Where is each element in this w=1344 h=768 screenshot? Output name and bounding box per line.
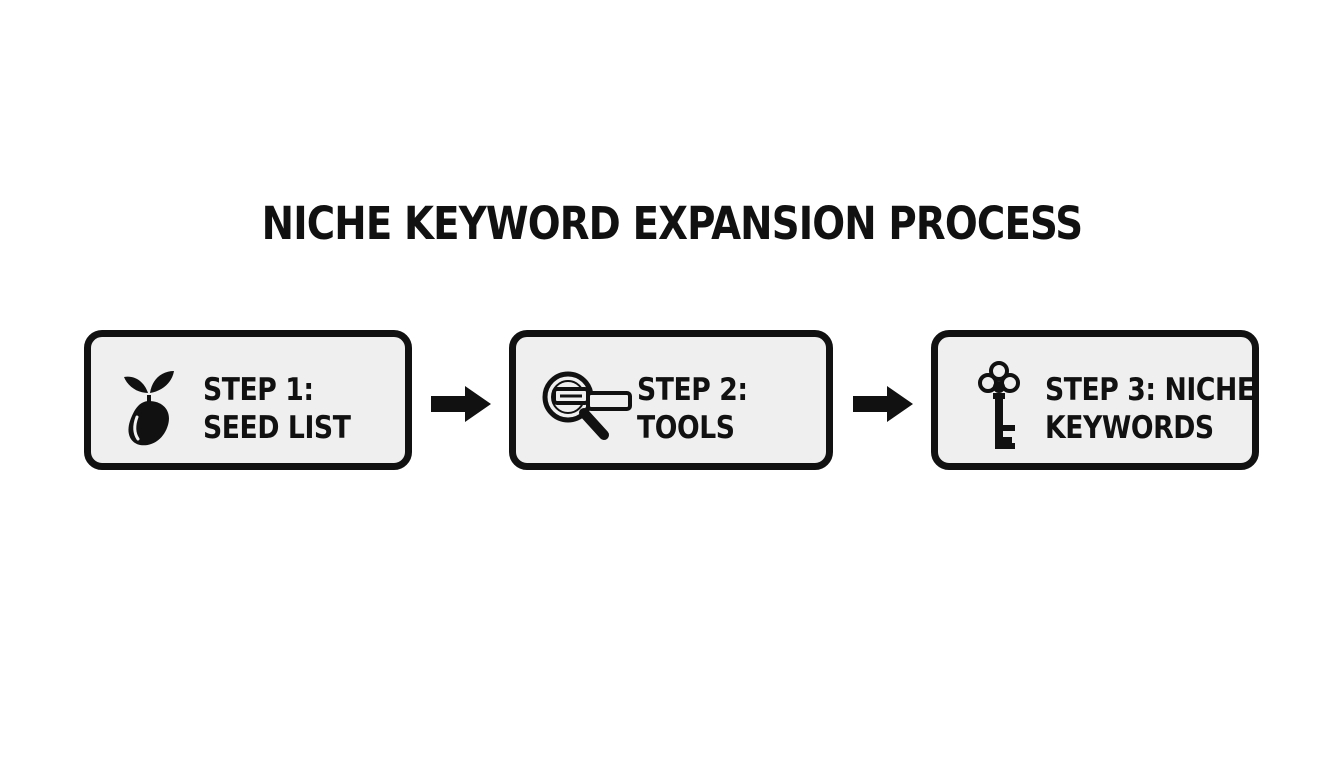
step-1-box: STEP 1: SEED LIST	[84, 330, 412, 470]
seed-sprout-icon	[124, 371, 174, 446]
step-2-label-line-1: STEP 2:	[637, 372, 748, 408]
arrow-right-icon	[431, 386, 491, 422]
diagram-title: NICHE KEYWORD EXPANSION PROCESS	[261, 197, 1083, 250]
arrow-right-icon	[853, 386, 913, 422]
step-3-box: STEP 3: NICHE KEYWORDS	[931, 330, 1259, 470]
step-1-label-line-1: STEP 1:	[203, 372, 314, 408]
step-3-label-line-1: STEP 3: NICHE	[1045, 372, 1255, 408]
key-icon	[978, 361, 1020, 449]
step-2-label-line-2: TOOLS	[637, 410, 735, 446]
step-2-label: STEP 2: TOOLS	[637, 371, 748, 447]
step-1-label: STEP 1: SEED LIST	[203, 371, 351, 447]
step-1-label-line-2: SEED LIST	[203, 410, 351, 446]
search-magnifier-icon	[542, 371, 632, 440]
step-3-label: STEP 3: NICHE KEYWORDS	[1045, 371, 1255, 447]
step-3-label-line-2: KEYWORDS	[1045, 410, 1214, 446]
step-2-box: STEP 2: TOOLS	[509, 330, 833, 470]
